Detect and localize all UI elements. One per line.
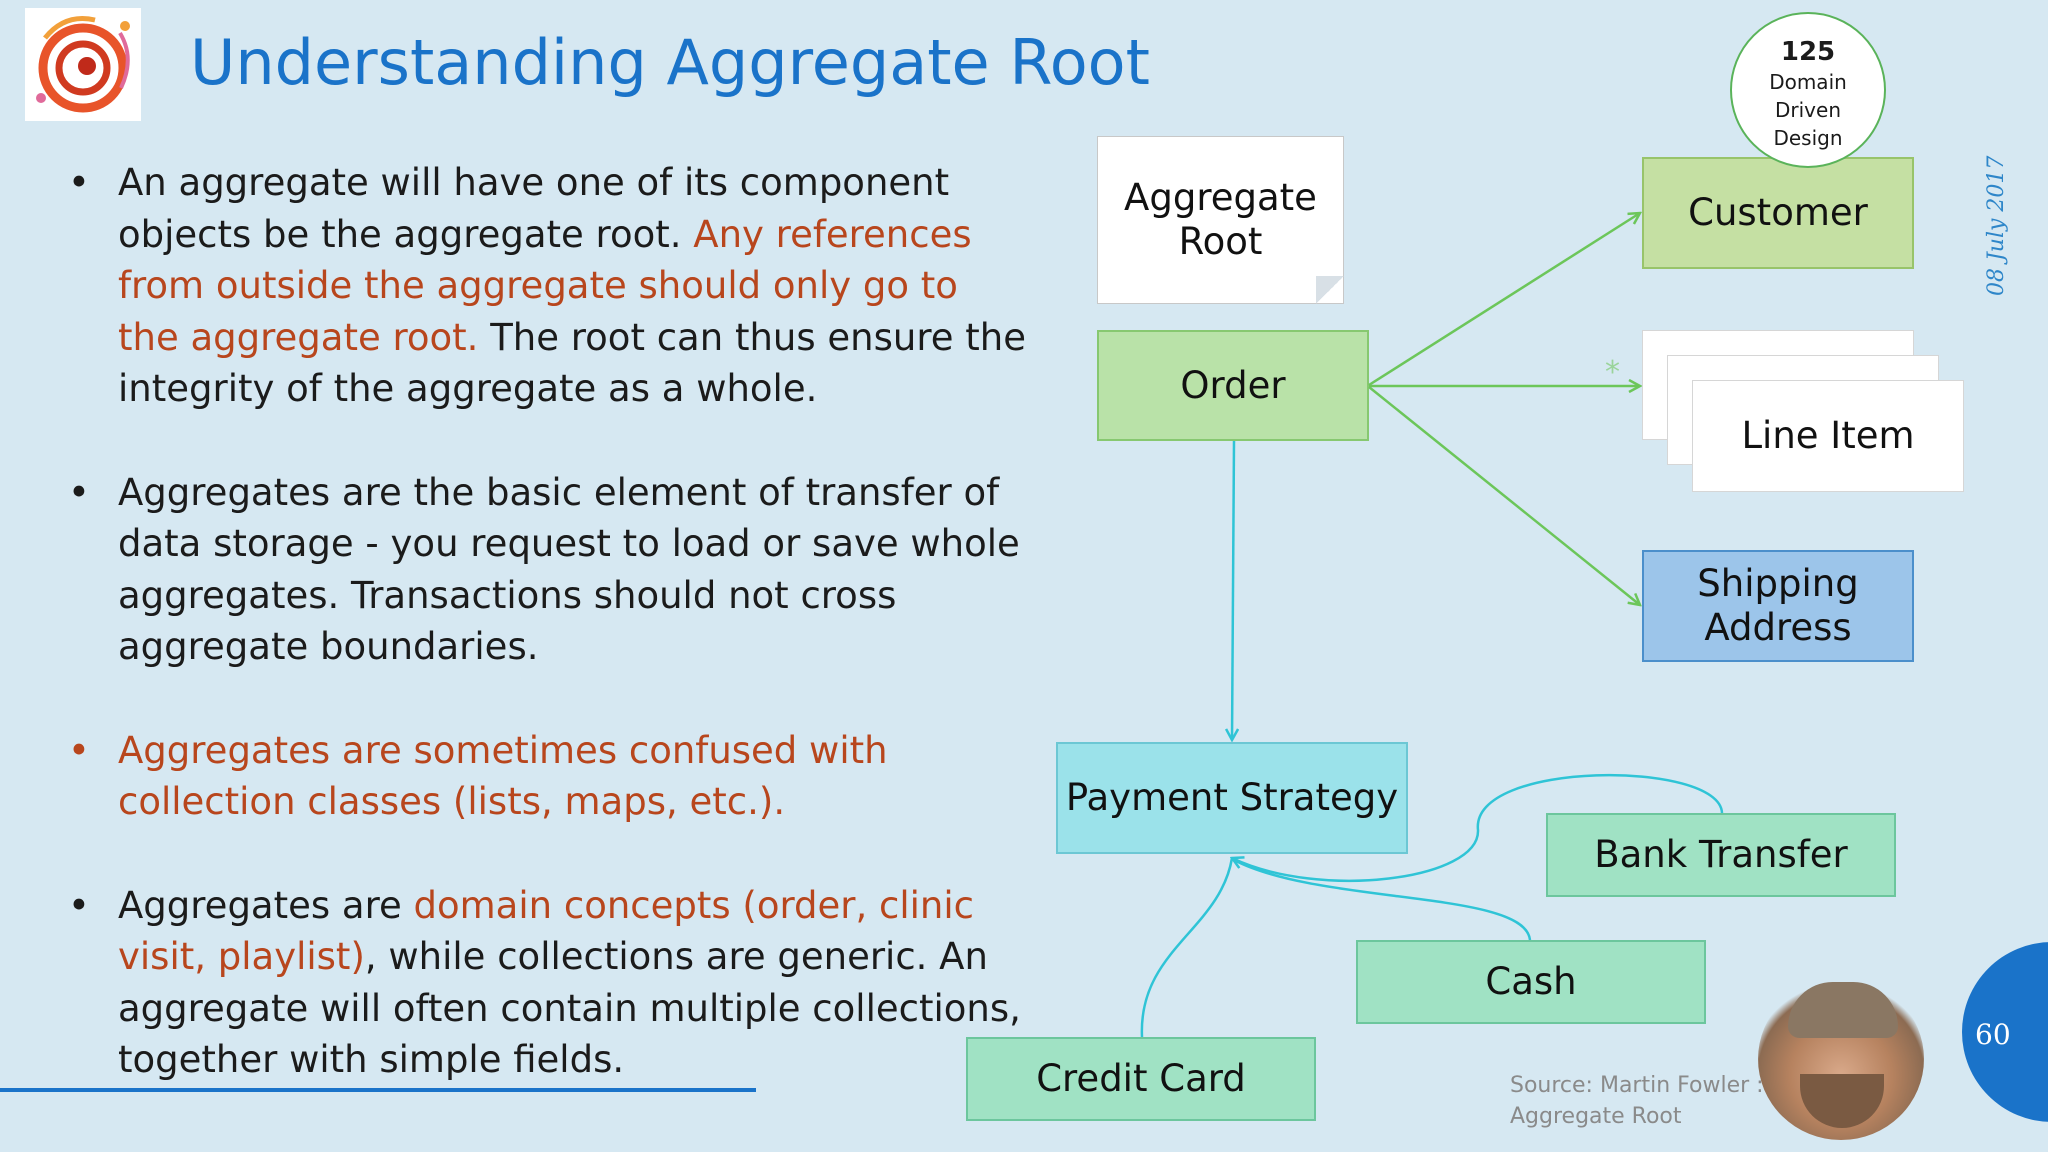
cash-box: Cash [1356,940,1706,1024]
date-label: 08 July 2017 [1984,155,2009,296]
bullet-text: An aggregate will have one of its compon… [118,161,950,256]
order-to-shipping-arrow [1368,386,1640,605]
bullet-text: Aggregates are the basic element of tran… [118,470,1020,669]
bullet-marker: • [68,161,90,204]
customer-box: Customer [1642,157,1914,269]
aggregate-root-note: Aggregate Root [1097,136,1344,304]
bank-transfer-label: Bank Transfer [1594,833,1848,876]
line-item-box: Line Item [1692,380,1964,492]
bullet-marker: • [68,728,90,772]
multiplicity-label: * [1605,355,1620,390]
bullet-text: Aggregates are sometimes confused with c… [118,728,888,824]
shipping-address-box: Shipping Address [1642,550,1914,662]
page-title: Understanding Aggregate Root [190,26,1150,99]
badge-line: Design [1773,126,1843,150]
source-line: Aggregate Root [1510,1104,1682,1129]
bullet-item: • An aggregate will have one of its comp… [68,157,1028,415]
series-badge: 125 Domain Driven Design [1730,12,1886,168]
bullet-text: , while collections are generic. An aggr… [118,935,1021,1081]
order-label: Order [1180,363,1286,407]
bottom-rule [0,1088,756,1092]
note-fold [1316,276,1344,304]
source-line: Source: Martin Fowler : [1510,1073,1764,1098]
bullet-item: • Aggregates are the basic element of tr… [68,467,1028,673]
page-number: 60 [1975,1018,2011,1051]
cash-label: Cash [1485,960,1577,1003]
bullet-list: • An aggregate will have one of its comp… [68,157,1028,1138]
badge-line: Driven [1775,98,1841,122]
bullet-text: The root can thus ensure the integrity o… [118,315,1026,411]
bullet-item: • Aggregates are sometimes confused with… [68,725,1028,828]
logo [25,8,141,121]
note-label: Aggregate Root [1124,176,1317,263]
swirl-logo-icon [36,16,130,113]
credit-card-box: Credit Card [966,1037,1316,1121]
bullet-item: • Aggregates are domain concepts (order,… [68,880,1028,1086]
payment-strategy-box: Payment Strategy [1056,742,1408,854]
order-box: Order [1097,330,1369,441]
presenter-avatar [1758,978,1924,1140]
bullet-highlight: domain concepts (order, clinic visit, pl… [118,883,975,979]
bullet-text: Aggregates are [118,883,414,927]
bullet-highlight: Any references from outside the aggregat… [118,212,972,359]
credit-card-label: Credit Card [1036,1057,1246,1100]
bullet-marker: • [68,470,90,514]
source-credit: Source: Martin Fowler : Aggregate Root [1510,1070,1764,1132]
avatar-beard [1800,1074,1884,1128]
customer-label: Customer [1688,191,1868,234]
order-to-payment-arrow [1232,440,1234,740]
cash-generalization [1233,858,1532,941]
bullet-marker: • [68,883,90,927]
badge-number: 125 [1780,37,1836,67]
avatar-hat [1788,982,1898,1038]
bank-transfer-box: Bank Transfer [1546,813,1896,897]
payment-strategy-label: Payment Strategy [1065,776,1399,819]
shipping-address-label: Shipping Address [1697,562,1859,649]
credit-card-generalization [1140,857,1234,1038]
line-item-label: Line Item [1741,414,1915,457]
badge-line: Domain [1769,70,1847,94]
order-to-customer-arrow [1368,213,1640,387]
